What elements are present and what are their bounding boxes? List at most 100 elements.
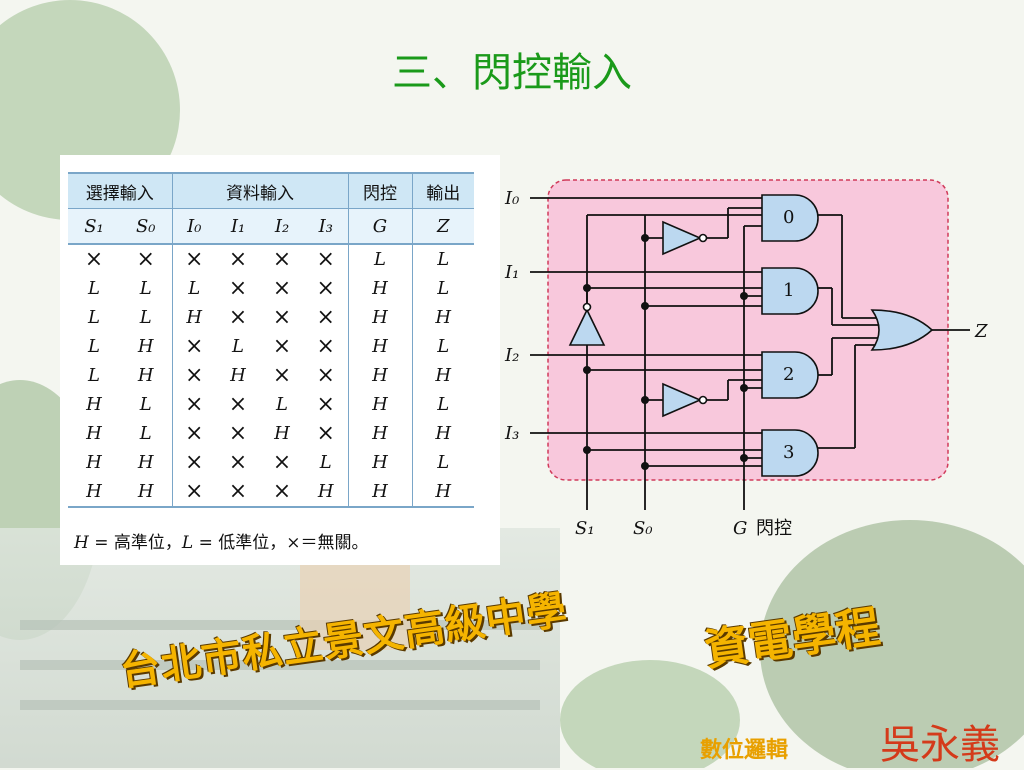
table-cell: ×	[171, 244, 216, 274]
table-cell: L	[411, 244, 474, 274]
gate-label: 0	[783, 207, 794, 228]
table-cell: ×	[316, 421, 335, 446]
col-header: Z	[411, 208, 474, 245]
table-cell: ×	[136, 247, 155, 272]
table-cell: H	[347, 332, 412, 361]
logic-gates	[568, 194, 934, 477]
col-header: I₁	[216, 208, 260, 245]
input-label: I₀	[504, 188, 519, 209]
input-label: I₂	[504, 345, 519, 366]
table-cell: ×	[228, 305, 248, 330]
col-header: I₃	[304, 208, 348, 245]
table-cell: H	[411, 361, 474, 390]
table-cell: ×	[316, 363, 335, 388]
gate-label: 2	[783, 364, 794, 385]
table-cell: ×	[272, 247, 292, 272]
table-cell: L	[411, 448, 474, 477]
select-label: S₀	[633, 518, 653, 539]
circuit-background	[547, 179, 949, 481]
or-gate	[870, 309, 934, 351]
input-label: I₁	[504, 262, 519, 283]
table-cell: ×	[228, 450, 248, 475]
table-cell: L	[347, 244, 412, 274]
gate-label: 1	[783, 280, 794, 301]
inverter-bubbles	[582, 233, 708, 405]
legend-l-text: = 低準位，×＝無關。	[193, 533, 369, 553]
table-cell: ×	[316, 276, 335, 301]
table-cell: H	[137, 336, 154, 357]
table-cell: ×	[272, 450, 292, 475]
table-cell: H	[347, 448, 412, 477]
slide-title: 三、閃控輸入	[392, 50, 632, 96]
building	[0, 528, 560, 768]
table-cell: L	[139, 307, 152, 328]
table-cell: H	[304, 477, 348, 508]
table-cell: H	[347, 303, 412, 332]
table-cell: ×	[171, 332, 216, 361]
table-cell: ×	[171, 390, 216, 419]
table-cell: H	[120, 477, 172, 508]
table-cell: H	[230, 365, 246, 386]
table-cell: ×	[260, 477, 304, 508]
table-cell: ×	[171, 477, 216, 508]
table-cell: L	[139, 278, 152, 299]
building-stripe	[20, 660, 540, 670]
table-cell: L	[88, 365, 100, 386]
table-cell: L	[319, 452, 332, 473]
legend-h: H	[74, 533, 89, 553]
table-cell: H	[86, 452, 102, 473]
table-cell: H	[347, 274, 412, 303]
and-gate-0	[761, 194, 819, 242]
table-cell: L	[139, 423, 152, 444]
col-header: I₂	[260, 208, 304, 245]
table-cell: H	[411, 477, 474, 508]
table-cell: L	[88, 278, 100, 299]
inverter-gate	[568, 308, 606, 346]
table-cell: ×	[84, 247, 104, 272]
table-cell: ×	[228, 276, 248, 301]
mux-circuit-diagram: 0 1 2 3 I₀ I₁ I₂ I₃ Z S₁ S₀ G 閃控	[504, 179, 988, 539]
table-cell: L	[139, 394, 152, 415]
table-cell: ×	[316, 392, 335, 417]
group-header-output: 輸出	[411, 172, 474, 209]
table-cell: ×	[272, 334, 292, 359]
table-cell: H	[274, 423, 290, 444]
table-cell: H	[68, 477, 120, 508]
course-name: 數位邏輯	[700, 738, 789, 763]
table-cell: ×	[272, 305, 292, 330]
building-stripe	[20, 700, 540, 710]
table-cell: ×	[171, 419, 216, 448]
table-cell: H	[411, 419, 474, 448]
table-cell: H	[171, 303, 216, 332]
table-cell: ×	[272, 363, 292, 388]
table-cell: L	[171, 274, 216, 303]
table-cell: L	[88, 307, 100, 328]
table-legend: H = 高準位，L = 低準位，×＝無關。	[74, 528, 368, 553]
legend-l: L	[181, 533, 194, 553]
and-gate-1	[761, 267, 819, 315]
output-label: Z	[974, 321, 988, 342]
table-cell: ×	[228, 247, 248, 272]
building-stripe	[20, 620, 540, 630]
foliage	[560, 660, 740, 768]
col-header: S₀	[120, 208, 172, 245]
table-cell: H	[347, 361, 412, 390]
legend-h-text: = 高準位，	[88, 533, 182, 553]
col-header: S₁	[68, 208, 120, 245]
group-header-row: 選擇輸入 資料輸入 閃控 輸出	[68, 172, 474, 209]
table-cell: ×	[171, 361, 216, 390]
building-sign	[300, 560, 410, 650]
table-cell: ×	[316, 305, 335, 330]
circuit-labels: 0 1 2 3 I₀ I₁ I₂ I₃ Z S₁ S₀ G 閃控	[504, 188, 988, 539]
inverter-gate	[662, 220, 703, 256]
table-cell: H	[86, 394, 102, 415]
table-cell: ×	[228, 421, 248, 446]
table-cell: H	[347, 390, 412, 419]
